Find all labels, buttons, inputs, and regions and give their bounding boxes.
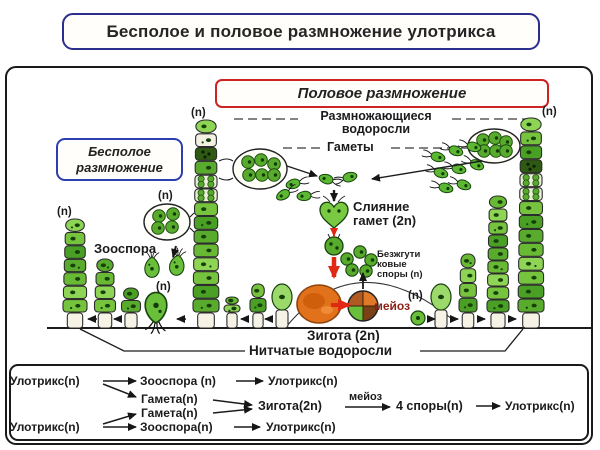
flow-zoospore-top: Зооспора (n) xyxy=(140,374,216,388)
flow-gamete-2: Гамета(n) xyxy=(141,406,198,420)
haploid-marker-6: (n) xyxy=(408,290,423,302)
gametes-label: Гаметы xyxy=(327,140,374,154)
flow-ulothrix-top-right: Улотрикс(n) xyxy=(268,374,338,388)
asexual-reproduction-box: Бесполое размножение xyxy=(56,138,183,181)
zoospore-label: Зооспора xyxy=(94,241,157,256)
haploid-marker-3: (n) xyxy=(57,206,72,218)
gamete-fusion-label: Слияние гамет (2n) xyxy=(353,199,417,228)
haploid-marker-5: (n) xyxy=(156,281,171,293)
sexual-reproduction-label: Половое размножение xyxy=(297,85,467,102)
flow-four-spores: 4 споры(n) xyxy=(396,399,463,413)
haploid-marker-2: (n) xyxy=(542,106,557,118)
haploid-marker-4: (n) xyxy=(158,190,173,202)
flow-ulothrix-top-left: Улотрикс(n) xyxy=(10,374,80,388)
filamentous-algae-label: Нитчатые водоросли xyxy=(249,343,393,358)
haploid-marker-1: (n) xyxy=(191,107,206,119)
flow-meiosis: мейоз xyxy=(349,391,383,403)
asexual-label-line2: размножение xyxy=(76,159,163,175)
slide-title-box: Бесполое и половое размножение улотрикса xyxy=(62,13,540,50)
slide-title: Бесполое и половое размножение улотрикса xyxy=(106,21,496,41)
flow-ulothrix-right: Улотрикс(n) xyxy=(505,399,575,413)
diagram-frame xyxy=(5,66,593,445)
flow-chart-frame xyxy=(9,364,589,441)
flow-ulothrix-bottom-left: Улотрикс(n) xyxy=(10,420,80,434)
flow-gamete-1: Гамета(n) xyxy=(141,392,198,406)
flow-zygote: Зигота(2n) xyxy=(258,399,322,413)
nonflagellate-spores-label: Безжгути ковые споры (n) xyxy=(377,249,423,281)
flow-ulothrix-bottom-right: Улотрикс(n) xyxy=(266,420,336,434)
sexual-reproduction-box: Половое размножение xyxy=(215,79,549,108)
zygote-label: Зигота (2n) xyxy=(307,328,380,343)
reproducing-algae-label: Размножающиеся водоросли xyxy=(320,109,432,137)
asexual-label-line1: Бесполое xyxy=(88,143,151,159)
meiosis-label: мейоз xyxy=(374,299,411,313)
flow-zoospore-bottom: Зооспора(n) xyxy=(140,420,213,434)
